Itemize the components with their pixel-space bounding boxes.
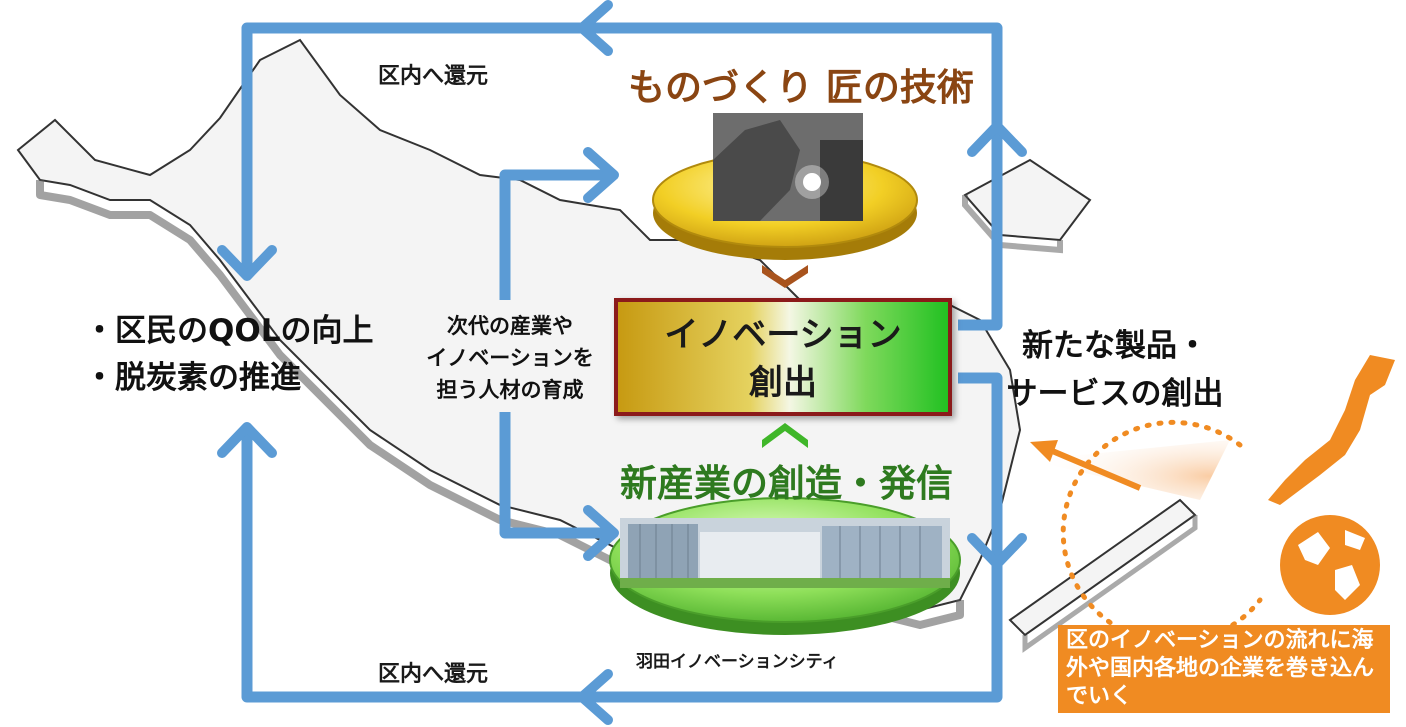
chevron-down-icon: [762, 265, 808, 288]
talent-line: 次代の産業や: [447, 314, 573, 338]
haneda-label: 羽田イノベーションシティ: [636, 652, 839, 672]
craft-title: ものづくり 匠の技術: [628, 66, 974, 109]
innovation-box: イノベーション 創出: [614, 298, 952, 416]
global-note: 区のイノベーションの流れに海外や国内各地の企業を巻き込んでいく: [1058, 625, 1390, 713]
return-label-bottom: 区内へ還元: [378, 662, 489, 687]
new-industry-title: 新産業の創造・発信: [620, 462, 953, 505]
craft-disc: [652, 113, 918, 260]
japan-map-icon: [1268, 355, 1395, 505]
cycle-arrowheads: [217, 0, 1027, 725]
globe-icon: [1280, 515, 1380, 615]
innovation-line2: 創出: [749, 363, 817, 403]
innovation-line1: イノベーション: [664, 315, 902, 355]
goal-decarbonization: ・脱炭素の推進: [84, 360, 301, 396]
global-inflow: [1030, 355, 1395, 645]
talent-line: 担う人材の育成: [436, 378, 584, 402]
chevron-up-icon: [762, 423, 808, 448]
products-line: サービスの創出: [1006, 376, 1224, 412]
talent-text: 次代の産業や イノベーションを 担う人材の育成: [420, 310, 600, 406]
products-line: 新たな製品・: [1022, 328, 1208, 364]
haneda-disc: [609, 497, 961, 635]
goal-qol: ・区民のQOLの向上: [84, 313, 374, 349]
return-label-top: 区内へ還元: [378, 64, 489, 89]
left-goals: ・区民のQOLの向上 ・脱炭素の推進: [84, 308, 373, 402]
talent-line: イノベーションを: [426, 346, 594, 370]
cycle-arrows: [241, 22, 1003, 703]
products-text: 新たな製品・ サービスの創出: [1000, 322, 1230, 418]
